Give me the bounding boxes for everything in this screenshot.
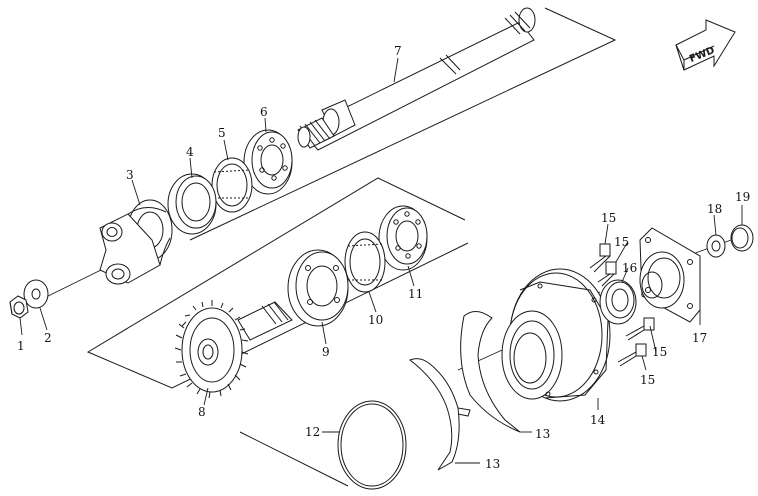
bearing-9 xyxy=(287,249,349,327)
callout-7: 7 xyxy=(394,44,402,58)
output-shaft xyxy=(297,7,536,151)
callout-19: 19 xyxy=(735,190,750,204)
callout-3: 3 xyxy=(126,168,134,182)
callout-10: 10 xyxy=(368,313,383,327)
o-ring xyxy=(337,400,407,490)
shim-13-b xyxy=(408,358,471,471)
callout-8: 8 xyxy=(198,405,206,419)
callout-12: 12 xyxy=(305,425,320,439)
callout-4: 4 xyxy=(186,145,194,159)
callout-5: 5 xyxy=(218,126,226,140)
callout-13-a: 13 xyxy=(535,427,550,441)
washer-2 xyxy=(23,279,49,309)
callout-15-d: 15 xyxy=(640,373,655,387)
snap-ring-10 xyxy=(344,231,386,293)
callout-13-b: 13 xyxy=(485,457,500,471)
callout-14: 14 xyxy=(590,413,606,427)
callout-16: 16 xyxy=(622,261,637,275)
assembly-outline-upper xyxy=(189,7,617,241)
seal-16 xyxy=(599,279,637,325)
callout-1: 1 xyxy=(17,339,25,353)
callout-15-a: 15 xyxy=(601,211,616,225)
fwd-direction-arrow: FWD xyxy=(675,19,736,71)
bearing-6 xyxy=(243,129,293,195)
washer-18 xyxy=(706,234,726,258)
nut-1 xyxy=(9,295,29,319)
housing xyxy=(501,268,611,402)
callout-17: 17 xyxy=(692,331,707,345)
cover xyxy=(639,227,701,323)
callout-9: 9 xyxy=(322,345,330,359)
bolt-15-d xyxy=(617,343,647,367)
callout-18: 18 xyxy=(707,202,722,216)
assembly-outline-middle xyxy=(86,177,469,389)
bolt-15-b xyxy=(597,261,617,287)
callout-15-c: 15 xyxy=(652,345,667,359)
shim-13-a xyxy=(460,311,521,433)
leader-lines xyxy=(19,57,743,464)
bolt-15-c xyxy=(625,317,655,341)
plug-19 xyxy=(730,224,754,252)
callout-11: 11 xyxy=(408,287,423,301)
seal-4 xyxy=(167,173,217,235)
callout-labels: 1 2 3 4 5 6 7 8 9 10 11 12 13 13 14 15 1… xyxy=(17,44,750,471)
bearing-11 xyxy=(378,205,428,271)
callout-15-b: 15 xyxy=(614,235,629,249)
callout-6: 6 xyxy=(260,105,268,119)
callout-2: 2 xyxy=(44,331,52,345)
yoke xyxy=(99,199,173,285)
snap-ring-5 xyxy=(211,157,253,213)
bevel-pinion xyxy=(174,300,293,399)
